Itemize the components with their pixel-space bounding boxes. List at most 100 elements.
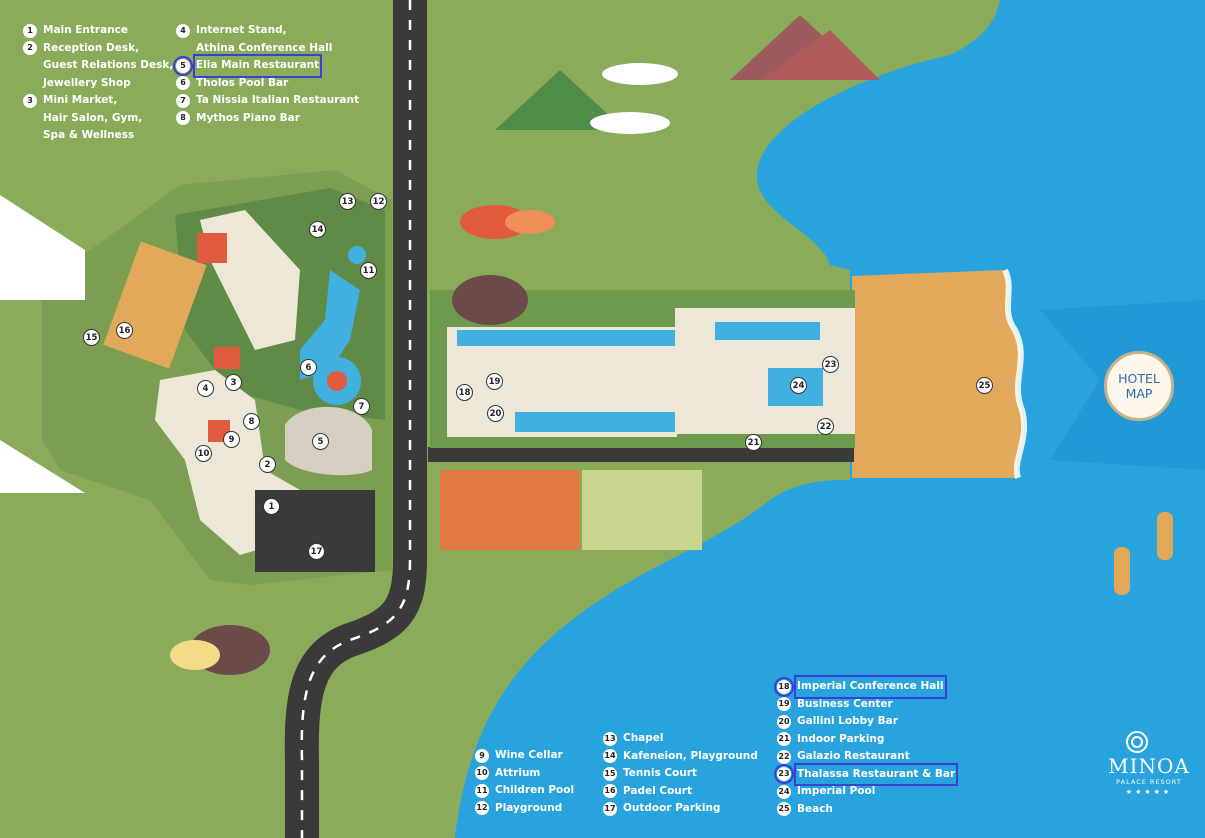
mountain-5 (0, 440, 85, 493)
legend-number: 23 (774, 764, 794, 784)
marker-24[interactable]: 24 (790, 377, 807, 394)
mountain-4 (0, 195, 85, 300)
marker-13[interactable]: 13 (339, 193, 356, 210)
legend-number: 13 (603, 731, 617, 746)
legend-item-15[interactable]: 15 Tennis Court (603, 765, 758, 783)
legend-item-11[interactable]: 11 Children Pool (475, 782, 574, 800)
brand-mark (1126, 731, 1148, 753)
marker-15[interactable]: 15 (83, 329, 100, 346)
legend-label: Tholos Pool Bar (196, 76, 289, 89)
marker-9[interactable]: 9 (223, 431, 240, 448)
legend-label: Gallini Lobby Bar (797, 715, 898, 727)
marker-7[interactable]: 7 (353, 398, 370, 415)
marker-25[interactable]: 25 (976, 377, 993, 394)
legend-label: Ta Nissia Italian Restaurant (196, 94, 359, 106)
mountain-3 (495, 70, 625, 130)
legend-item-13[interactable]: 13 Chapel (603, 730, 758, 748)
east-pool-north (457, 330, 675, 346)
marker-22[interactable]: 22 (817, 418, 834, 435)
legend-label: Elia Main Restaurant (192, 54, 323, 78)
legend-number: 8 (176, 111, 190, 125)
field-orange (440, 470, 580, 550)
marker-1[interactable]: 1 (263, 498, 280, 515)
marker-18[interactable]: 18 (456, 384, 473, 401)
marker-5[interactable]: 5 (312, 433, 329, 450)
legend-number: 16 (603, 784, 617, 798)
legend-label: Beach (797, 802, 833, 815)
marker-11[interactable]: 11 (360, 262, 377, 279)
legend-item-24[interactable]: 24 Imperial Pool (777, 783, 955, 801)
field-green (582, 470, 702, 550)
marker-17[interactable]: 17 (308, 543, 325, 560)
legend-number: 20 (777, 714, 791, 729)
legend-item-12[interactable]: 12 Playground (475, 800, 574, 818)
marker-16[interactable]: 16 (116, 322, 133, 339)
legend-number: 7 (176, 93, 190, 108)
marker-20[interactable]: 20 (487, 405, 504, 422)
legend-label: Imperial Pool (797, 785, 876, 797)
legend-label: Mythos Piano Bar (196, 111, 300, 124)
legend-label: Chapel (623, 732, 664, 744)
marker-21[interactable]: 21 (745, 434, 762, 451)
legend-item-7[interactable]: 7 Ta Nissia Italian Restaurant (176, 92, 359, 110)
marker-12[interactable]: 12 (370, 193, 387, 210)
hill-2 (505, 210, 555, 234)
marker-8[interactable]: 8 (243, 413, 260, 430)
beach-foam (1002, 268, 1028, 479)
legend-label: Children Pool (495, 784, 575, 796)
brand-name: MINOA (1108, 754, 1190, 778)
side-road (428, 447, 854, 462)
marker-10[interactable]: 10 (195, 445, 212, 462)
legend-item-8[interactable]: 8 Mythos Piano Bar (176, 110, 359, 128)
legend-label: Thalassa Restaurant & Bar (793, 762, 959, 786)
marker-6[interactable]: 6 (300, 359, 317, 376)
legend-label: Playground (495, 801, 563, 814)
legend-item-20[interactable]: 20 Gallini Lobby Bar (777, 713, 955, 731)
legend-label: Galazio Restaurant (797, 750, 910, 762)
east-pool-north-2 (715, 322, 820, 340)
legend-number: 5 (173, 55, 193, 76)
legend-number: 9 (475, 748, 489, 763)
red-roof-2 (214, 347, 240, 369)
marker-4[interactable]: 4 (197, 380, 214, 397)
mountain-2 (760, 30, 880, 80)
legend-number: 24 (777, 784, 791, 799)
legend-number: 11 (475, 783, 489, 798)
boat-1 (1114, 547, 1130, 595)
beach (852, 270, 1025, 478)
legend-number: 15 (603, 766, 617, 781)
legend-number: 25 (777, 802, 791, 816)
marker-19[interactable]: 19 (486, 373, 503, 390)
legend-label: Tennis Court (623, 767, 697, 779)
legend-item-25[interactable]: 25 Beach (777, 801, 955, 819)
legend-label: Business Center (797, 697, 893, 710)
badge-line-1: HOTEL (1118, 371, 1160, 386)
marker-14[interactable]: 14 (309, 221, 326, 238)
red-roof-1 (197, 233, 227, 263)
legend-number: 12 (475, 801, 489, 815)
hotel-map-badge: HOTEL MAP (1104, 351, 1174, 421)
marker-23[interactable]: 23 (822, 356, 839, 373)
marker-3[interactable]: 3 (225, 374, 242, 391)
legend-label: Main Entrance (43, 24, 129, 36)
marker-2[interactable]: 2 (259, 456, 276, 473)
